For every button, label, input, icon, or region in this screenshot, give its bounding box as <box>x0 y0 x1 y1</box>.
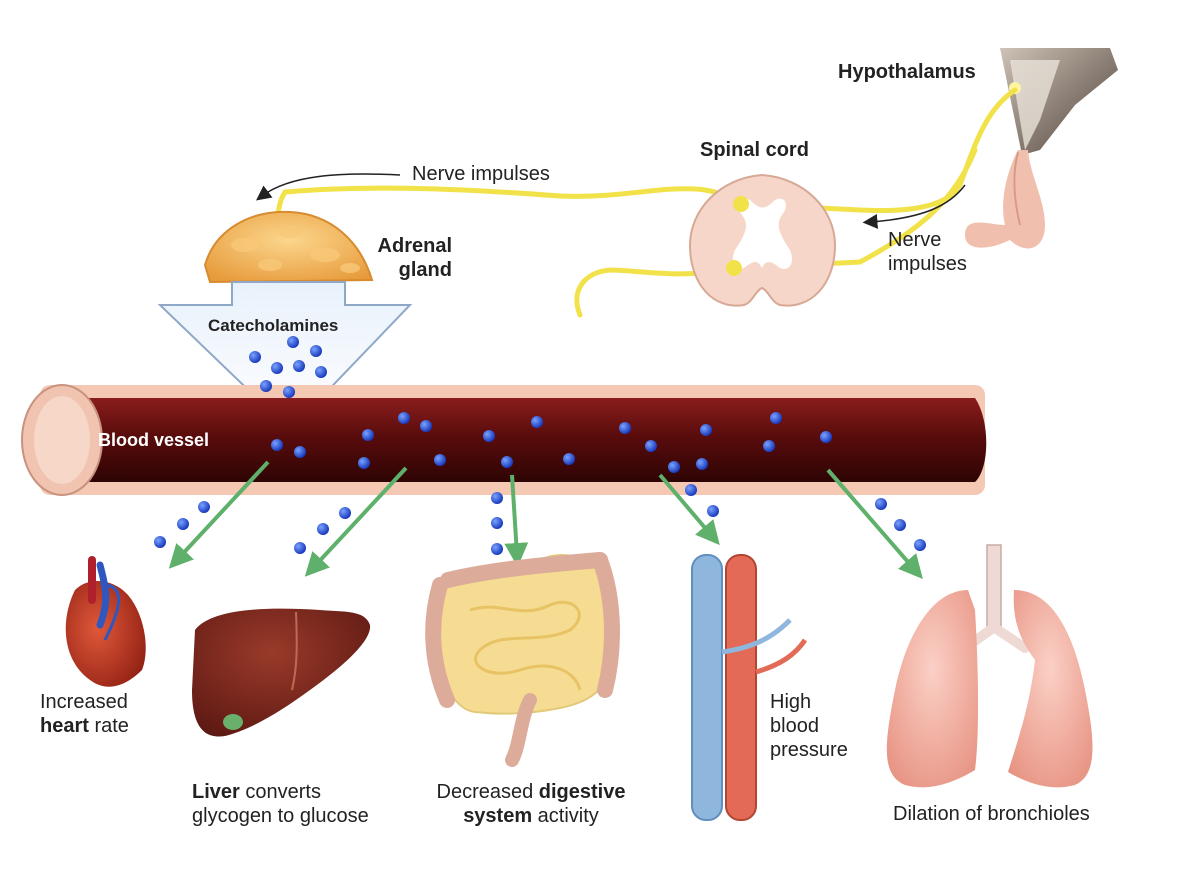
catecholamines-arrow <box>157 281 413 432</box>
liver-effect-label: Liver converts glycogen to glucose <box>192 780 369 828</box>
digestive-effect-pre: Decreased <box>436 781 539 803</box>
blood-pressure-line3: pressure <box>770 739 848 761</box>
digestive-effect-line1: Decreased digestive <box>420 780 642 804</box>
hypothalamus-illustration <box>965 48 1118 249</box>
blood-pressure-illustration <box>691 554 808 821</box>
adrenal-gland-illustration <box>203 210 374 284</box>
nerve-impulses-right-line1: Nerve <box>888 229 942 251</box>
nerve-impulse-arrow-top <box>255 173 401 201</box>
effect-arrows <box>168 460 923 580</box>
nerve-impulse-arrow-right <box>862 184 966 229</box>
digestive-effect-bold1: digestive <box>538 781 626 803</box>
digestive-effect-bold2: system <box>463 805 533 827</box>
digestive-effect-line2: system activity <box>420 804 642 828</box>
heart-effect-bold: heart <box>40 715 89 737</box>
heart-effect-post: rate <box>88 715 129 737</box>
nerve-impulses-top-label: Nerve impulses <box>412 163 550 185</box>
nerve-impulses-right-line2: impulses <box>888 253 967 275</box>
liver-effect-rest: converts <box>239 781 321 803</box>
liver-effect-line1: Liver converts <box>192 780 369 804</box>
liver-illustration <box>192 608 371 737</box>
digestive-system-illustration <box>425 552 620 767</box>
hypothalamus-label: Hypothalamus <box>838 61 976 83</box>
heart-effect-label: Increased heart rate <box>40 690 129 738</box>
liver-effect-line2: glycogen to glucose <box>192 805 369 827</box>
catecholamine-molecules <box>154 336 926 555</box>
adrenal-gland-line1: Adrenal <box>377 235 452 257</box>
blood-pressure-line1: High <box>770 691 812 713</box>
nerve-impulses-right-label: Nerve impulses <box>888 228 967 276</box>
blood-vessel-illustration <box>21 384 987 496</box>
catecholamines-label: Catecholamines <box>208 316 339 335</box>
liver-effect-bold: Liver <box>192 781 240 803</box>
spinal-cord-label: Spinal cord <box>700 139 809 161</box>
adrenal-gland-line2: gland <box>398 259 452 281</box>
digestive-effect-label: Decreased digestive system activity <box>420 780 642 828</box>
blood-vessel-label: Blood vessel <box>98 430 210 450</box>
blood-pressure-line2: blood <box>770 715 819 737</box>
lungs-illustration <box>886 544 1093 788</box>
spinal-cord-illustration <box>688 173 837 307</box>
blood-pressure-effect-label: High blood pressure <box>770 690 848 762</box>
heart-effect-line2: heart rate <box>40 714 129 738</box>
adrenal-gland-label: Adrenal gland <box>370 234 452 282</box>
heart-illustration <box>65 556 146 687</box>
lungs-effect-label: Dilation of bronchioles <box>893 803 1090 825</box>
digestive-effect-post: activity <box>532 805 599 827</box>
heart-effect-line1: Increased <box>40 691 128 713</box>
